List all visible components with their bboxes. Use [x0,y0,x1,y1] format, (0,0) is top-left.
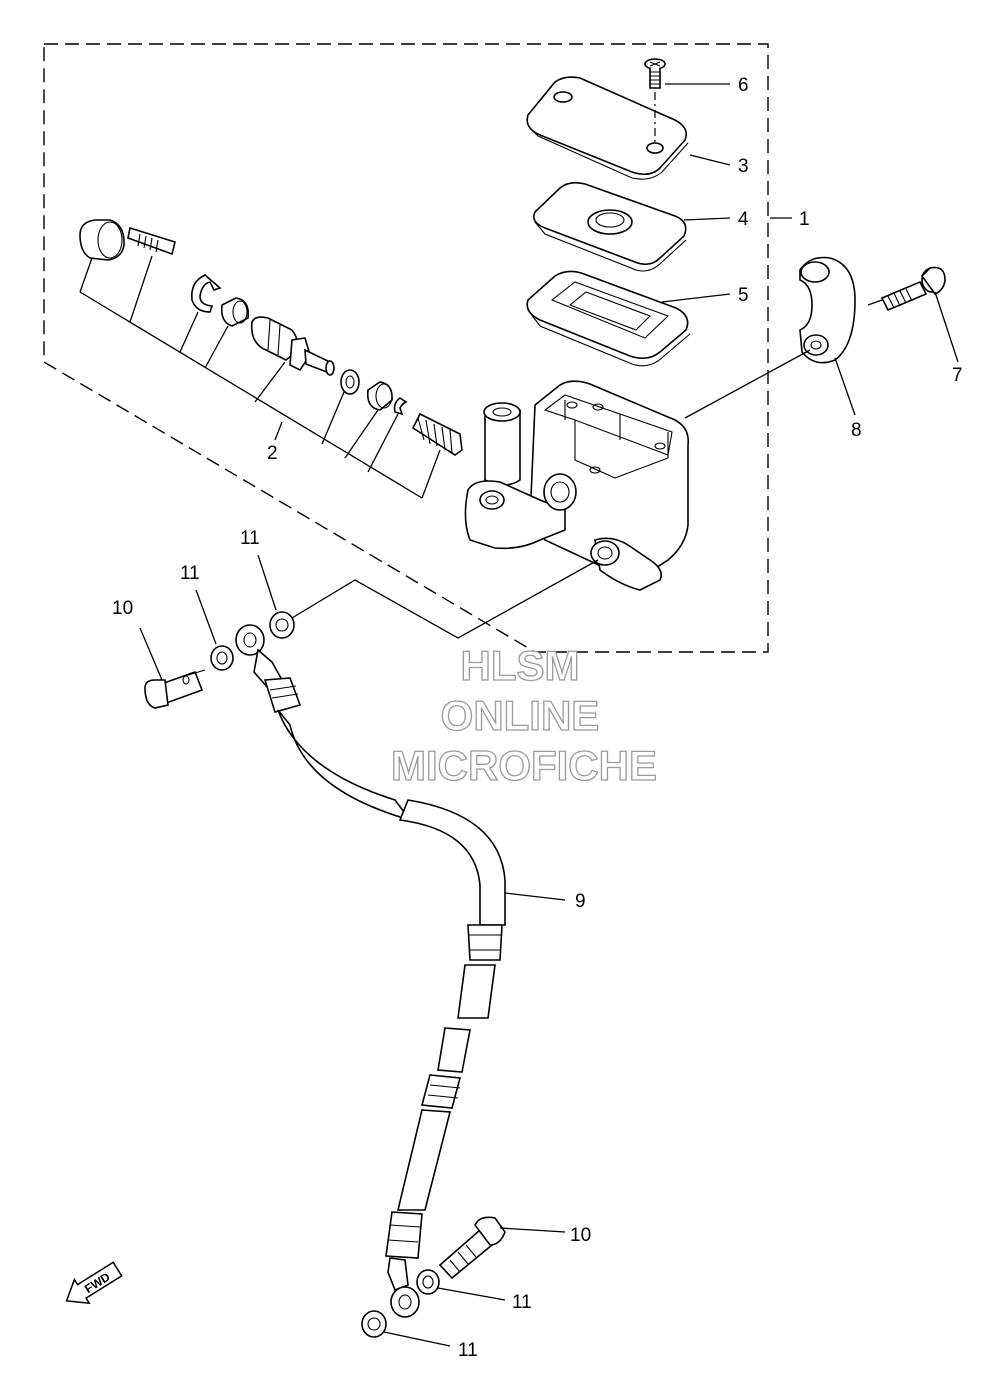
diaphragm-plate [532,181,687,272]
callout-8: 8 [851,420,862,441]
callout-5: 5 [738,285,749,306]
callout-10-bottom: 10 [570,1225,591,1246]
callout-2: 2 [267,443,278,464]
brake-hose [235,624,506,1318]
watermark-line-1: HLSM [461,642,580,689]
callout-3: 3 [738,156,749,177]
union-bolt-top [144,669,206,709]
reservoir-cap [526,76,689,180]
callout-11-top-left: 11 [180,563,200,584]
callout-9: 9 [575,891,586,912]
callout-11-top-right: 11 [240,528,260,549]
callout-7: 7 [952,365,963,386]
cap-screw [644,58,666,145]
piston-kit [79,219,463,456]
watermark-line-3: MICROFICHE [391,742,657,789]
diaphragm-gasket [526,270,691,367]
callout-10-top: 10 [112,598,133,619]
union-bolt-bottom [438,1216,506,1280]
callout-11-bottom-upper: 11 [512,1292,532,1313]
copper-washers [210,611,440,1338]
holder-bolt [880,266,946,312]
handlebar-holder [799,256,856,364]
assembly-boundary [43,43,769,653]
master-cylinder-body [464,380,690,591]
fwd-arrow-icon: FWD [65,1261,123,1305]
callout-4: 4 [738,209,749,230]
leader-lines [79,83,959,1347]
callout-1: 1 [799,209,810,230]
watermark: HLSM ONLINE MICROFICHE [390,641,657,789]
watermark-line-2: ONLINE [441,692,600,739]
callout-6: 6 [738,75,749,96]
callout-11-bottom-lower: 11 [458,1340,478,1361]
